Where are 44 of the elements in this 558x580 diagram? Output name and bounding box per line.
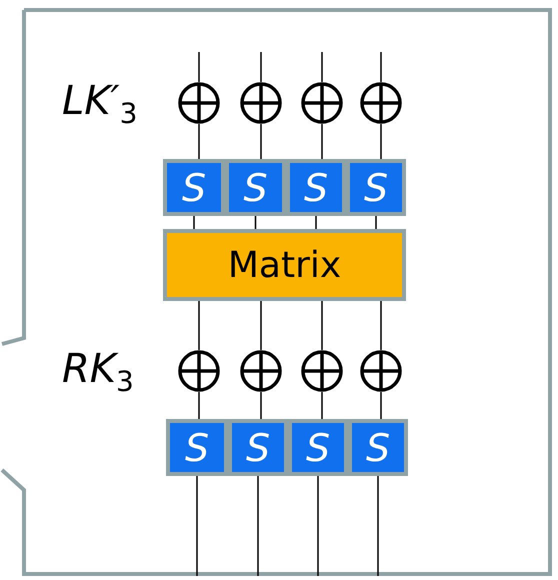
xor-symbol — [240, 82, 282, 124]
connector-line — [260, 52, 262, 82]
xor-symbol — [360, 350, 402, 392]
xor-symbol — [178, 350, 220, 392]
connector-line — [260, 301, 262, 350]
s-box: S — [346, 159, 406, 216]
connector-line — [260, 392, 262, 419]
matrix-box: Matrix — [163, 229, 406, 301]
connector-line — [257, 476, 259, 576]
callout-panel — [0, 8, 554, 578]
xor-symbol — [301, 350, 343, 392]
connector-line — [380, 52, 382, 82]
connector-line — [321, 392, 323, 419]
xor-symbol — [240, 350, 282, 392]
connector-line — [315, 216, 317, 229]
round-key-label: RK$_{3}$ — [62, 346, 134, 398]
round-key-label: LK′$_{3}$ — [62, 78, 138, 130]
connector-line — [260, 124, 262, 159]
connector-line — [375, 216, 377, 229]
connector-line — [254, 216, 256, 229]
s-box: S — [288, 419, 348, 476]
connector-line — [380, 301, 382, 350]
connector-line — [377, 476, 379, 576]
s-box: S — [348, 419, 408, 476]
s-box: S — [225, 159, 286, 216]
connector-line — [193, 216, 195, 229]
s-box: S — [228, 419, 288, 476]
connector-line — [321, 124, 323, 159]
connector-line — [380, 124, 382, 159]
connector-line — [321, 301, 323, 350]
connector-line — [198, 392, 200, 419]
connector-line — [198, 301, 200, 350]
s-box: S — [163, 159, 225, 216]
xor-symbol — [301, 82, 343, 124]
connector-line — [198, 52, 200, 82]
connector-line — [317, 476, 319, 576]
connector-line — [321, 52, 323, 82]
connector-line — [198, 124, 200, 159]
s-box: S — [286, 159, 346, 216]
s-box: S — [166, 419, 228, 476]
connector-line — [380, 392, 382, 419]
connector-line — [196, 476, 198, 576]
xor-symbol — [178, 82, 220, 124]
xor-symbol — [360, 82, 402, 124]
